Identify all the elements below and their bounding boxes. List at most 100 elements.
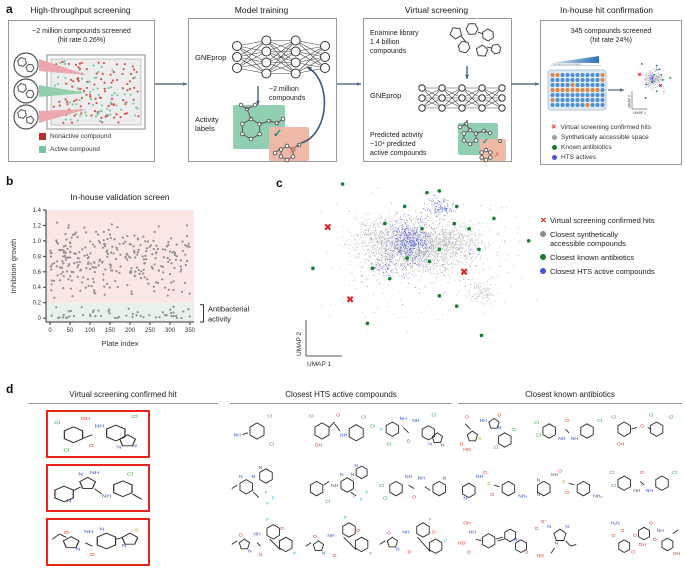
flow-arrow-icon — [337, 82, 361, 86]
validation-scatter-chart: In-house validation screen00.20.40.60.81… — [9, 192, 250, 348]
legend-item: Known antibiotics — [551, 144, 651, 151]
dot-marker-icon — [552, 155, 557, 160]
legend-item: HTS actives — [551, 154, 651, 161]
svg-text:Antibacterial: Antibacterial — [208, 305, 250, 314]
legend-item: Closest HTS active compounds — [540, 267, 685, 276]
virtual-box-title: Virtual screening — [404, 5, 469, 15]
cross-icon: ✗ — [494, 152, 500, 159]
molecule-doodle — [457, 121, 502, 163]
svg-text:UMAP 2: UMAP 2 — [628, 95, 632, 108]
cross-icon: ✗ — [289, 145, 297, 155]
svg-text:0: 0 — [48, 328, 52, 334]
svg-text:0.8: 0.8 — [33, 254, 42, 260]
svg-text:Cl: Cl — [127, 472, 133, 477]
predicted-activity-text: Predicted activity ~10⁴ predicted active… — [370, 132, 427, 157]
svg-text:200: 200 — [125, 328, 136, 334]
antibiotics-column-header: Closest known antibiotics — [458, 390, 682, 404]
svg-text:activity: activity — [208, 315, 231, 324]
confirmation-legend: ✕ Virtual screening confirmed hits Synth… — [551, 123, 651, 164]
svg-text:N: N — [76, 547, 81, 552]
down-arrow-icon — [256, 86, 260, 105]
activity-labels-text: Activity labels — [195, 115, 219, 133]
active-label: Active compound — [50, 146, 100, 153]
flow-arrow-icon — [511, 82, 539, 86]
hits-column-header: Virtual screening confirmed hit — [28, 390, 218, 404]
svg-text:0.4: 0.4 — [33, 285, 42, 291]
x-marker-icon: ✕ — [540, 216, 547, 225]
svg-text:250: 250 — [145, 328, 156, 334]
x-marker-icon: ✕ — [551, 124, 557, 131]
svg-text:O: O — [89, 444, 95, 449]
microplate-icon — [547, 69, 607, 111]
dot-marker-icon — [540, 268, 546, 274]
svg-text:150: 150 — [105, 328, 116, 334]
concentration-gradient-icon: Compound concentration — [551, 56, 601, 66]
molecule-doodle — [238, 102, 302, 163]
legend-item: Closest known antibiotics — [540, 253, 685, 262]
dot-marker-icon — [540, 254, 546, 260]
svg-text:UMAP 1: UMAP 1 — [633, 111, 646, 115]
nonactive-label: Nonactive compound — [50, 133, 112, 140]
svg-text:Inhibition growth: Inhibition growth — [9, 239, 18, 294]
virtual-box: Enamine library 1.4 billion compounds GN… — [363, 18, 512, 163]
hts-line2: (hit rate 0.26%) — [57, 37, 106, 44]
gneprop-label: GNEprop — [195, 53, 227, 62]
dot-marker-icon — [540, 231, 546, 237]
svg-text:N: N — [117, 445, 122, 450]
hts-column-header: Closest HTS active compounds — [230, 390, 452, 404]
dot-marker-icon — [552, 145, 557, 150]
svg-text:NH: NH — [84, 530, 93, 535]
check-icon: ✓ — [482, 137, 489, 146]
svg-text:Cl: Cl — [63, 448, 69, 453]
check-icon: ✓ — [273, 128, 283, 140]
umap-legend: ✕ Virtual screening confirmed hits Close… — [540, 216, 685, 281]
hts-box: ~2 million compounds screened (hit rate … — [8, 20, 155, 162]
legend-item: Closest synthetically accessible compoun… — [540, 230, 685, 248]
svg-text:300: 300 — [165, 328, 176, 334]
svg-text:100: 100 — [85, 328, 96, 334]
svg-text:1.2: 1.2 — [33, 223, 42, 229]
enamine-library-text: Enamine library 1.4 billion compounds — [370, 30, 419, 55]
feedback-arrow-icon — [300, 66, 326, 144]
molecule-cluster-icon — [449, 23, 502, 57]
svg-text:N: N — [78, 472, 83, 477]
gneprop-label-2: GNEprop — [370, 91, 402, 100]
down-arrow-icon — [465, 66, 469, 79]
inactive-label-card — [480, 139, 506, 161]
svg-text:0.2: 0.2 — [33, 301, 42, 307]
training-box: GNEprop ~2 million compounds Activity la… — [188, 18, 337, 163]
svg-text:NH: NH — [95, 424, 104, 429]
panel-d-label: d — [6, 382, 14, 396]
hts-legend-nonactive: Nonactive compound — [39, 133, 111, 140]
panel-c-label: c — [276, 176, 283, 190]
svg-text:50: 50 — [67, 328, 74, 334]
panel-a-label: a — [6, 2, 13, 16]
flow-arrow-icon — [608, 88, 624, 92]
svg-text:NH: NH — [90, 470, 99, 475]
neural-network-icon — [232, 35, 330, 79]
svg-text:N: N — [132, 444, 137, 449]
hts-legend-active: Active compound — [39, 146, 100, 153]
svg-text:UMAP 2: UMAP 2 — [296, 332, 303, 356]
screening-plate-illustration — [13, 52, 146, 130]
panel-b-label: b — [6, 174, 14, 188]
svg-text:Cl: Cl — [54, 421, 60, 426]
